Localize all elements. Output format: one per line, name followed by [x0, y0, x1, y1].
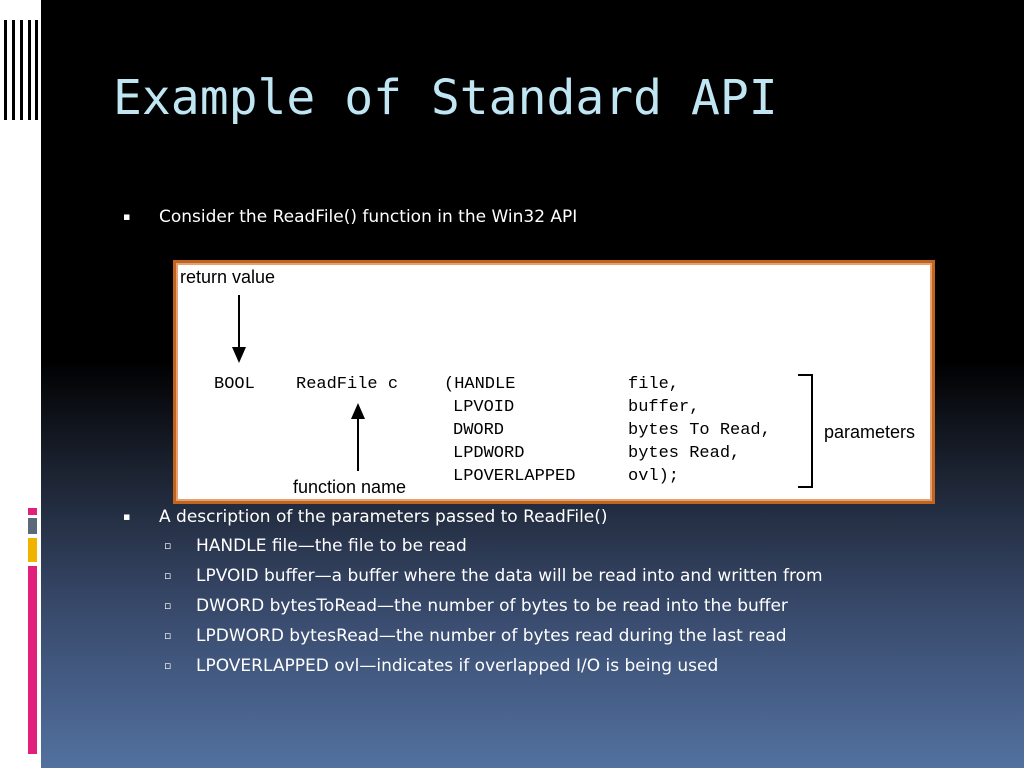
parameters-bracket	[798, 374, 813, 488]
list-item: ▫ HANDLE file—the file to be read	[164, 535, 823, 565]
list-item: ▫ DWORD bytesToRead—the number of bytes t…	[164, 595, 823, 625]
bullet-text: A description of the parameters passed t…	[159, 507, 608, 527]
function-name-arrowhead-icon	[351, 403, 365, 419]
sub-bullet-icon: ▫	[164, 599, 172, 612]
sub-bullet-icon: ▫	[164, 569, 172, 582]
accent-pink-tall	[28, 566, 37, 754]
return-value-arrowhead-icon	[232, 347, 246, 363]
parameters-label: parameters	[824, 422, 916, 442]
accent-yellow	[28, 538, 37, 562]
param-name: ovl);	[628, 467, 680, 486]
slide-title: Example of Standard API	[113, 70, 778, 126]
parameter-list: ▫ HANDLE file—the file to be read ▫ LPVOID…	[164, 535, 823, 685]
param-name: bytes Read,	[628, 444, 741, 463]
param-type: LPVOID	[453, 398, 515, 417]
bullet-text: Consider the ReadFile() function in the …	[159, 207, 578, 227]
param-name: file,	[628, 375, 680, 394]
code-function-name: ReadFile c	[296, 375, 399, 394]
bullet-square-icon: ▪	[123, 510, 131, 523]
readfile-signature-figure: return value function name parameters BO…	[173, 260, 935, 504]
left-decoration-strip	[0, 0, 41, 768]
sub-bullet-icon: ▫	[164, 539, 172, 552]
list-item: ▫ LPOVERLAPPED ovl—indicates if overlappe…	[164, 655, 823, 685]
list-item-text: DWORD bytesToRead—the number of bytes to…	[196, 596, 788, 616]
bullet-readfile-intro: ▪ Consider the ReadFile() function in th…	[123, 206, 578, 228]
function-name-label: function name	[293, 477, 407, 497]
return-value-label: return value	[180, 267, 276, 287]
accent-pink-small	[28, 508, 37, 515]
list-item-text: HANDLE file—the file to be read	[196, 536, 467, 556]
list-item: ▫ LPDWORD bytesRead—the number of bytes r…	[164, 625, 823, 655]
bullet-parameters-description: ▪ A description of the parameters passed…	[123, 506, 608, 528]
code-return-type: BOOL	[214, 375, 255, 394]
param-type: DWORD	[453, 421, 505, 440]
param-name: buffer,	[628, 398, 700, 417]
list-item-text: LPOVERLAPPED ovl—indicates if overlapped…	[196, 656, 719, 676]
param-type: LPDWORD	[453, 444, 525, 463]
sub-bullet-icon: ▫	[164, 659, 172, 672]
param-type: LPOVERLAPPED	[453, 467, 576, 486]
sub-bullet-icon: ▫	[164, 629, 172, 642]
list-item-text: LPDWORD bytesRead—the number of bytes re…	[196, 626, 787, 646]
param-type: (HANDLE	[444, 375, 516, 394]
list-item: ▫ LPVOID buffer—a buffer where the data w…	[164, 565, 823, 595]
figure-arrows	[232, 295, 813, 488]
strip-lines-decoration	[0, 20, 41, 120]
bullet-square-icon: ▪	[123, 210, 131, 223]
accent-gray	[28, 518, 37, 534]
list-item-text: LPVOID buffer—a buffer where the data wi…	[196, 566, 823, 586]
param-name: bytes To Read,	[628, 421, 771, 440]
